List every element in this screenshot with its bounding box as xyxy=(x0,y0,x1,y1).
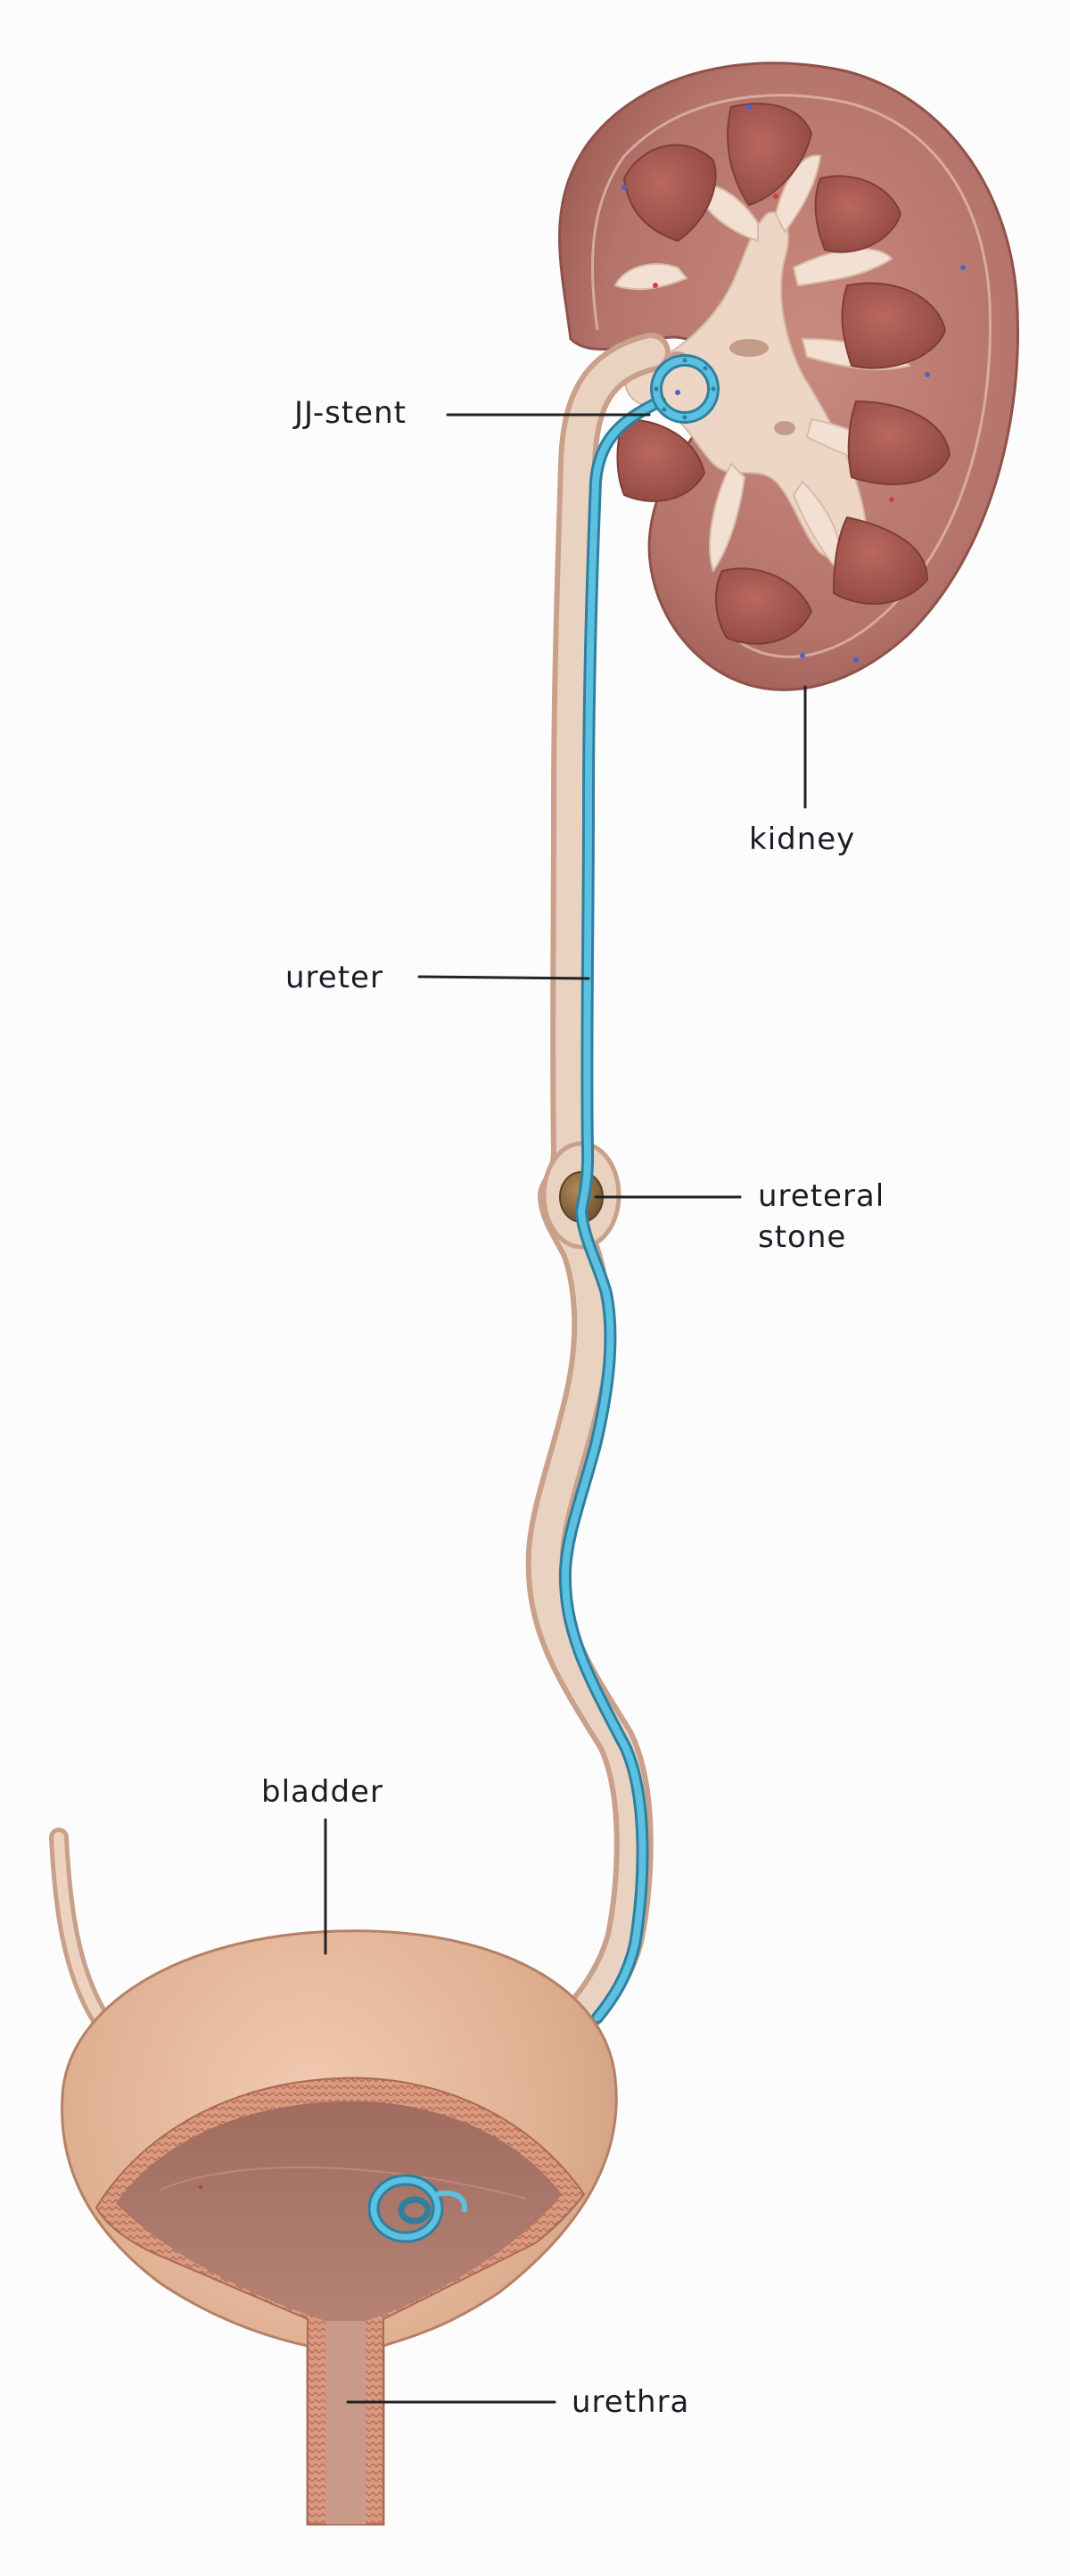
stent-lower-coil xyxy=(367,2174,467,2243)
urethra-label: urethra xyxy=(572,2384,690,2420)
jj-stent-illustration xyxy=(558,354,720,2024)
ureteral-stone-label-line2: stone xyxy=(758,1219,847,1255)
ureteral-stone-label: ureteral stone xyxy=(758,1176,885,1258)
kidney-illustration xyxy=(558,62,1019,691)
renal-pyramid xyxy=(841,282,947,369)
renal-pyramid xyxy=(715,567,813,645)
renal-pyramid xyxy=(622,144,717,243)
ureter-leader xyxy=(417,975,590,980)
renal-pyramid xyxy=(832,516,929,605)
renal-pyramid xyxy=(814,175,902,253)
ureteral-stone-label-line1: ureteral xyxy=(758,1178,885,1214)
kidney-label: kidney xyxy=(749,822,856,857)
renal-pyramid xyxy=(727,103,813,207)
leader-lines xyxy=(324,413,807,2404)
left-ureter-stub xyxy=(49,1828,110,2027)
vessel-dots xyxy=(621,104,966,663)
renal-pyramid xyxy=(616,417,706,502)
bladder-illustration xyxy=(61,1929,618,2526)
ureter-label: ureter xyxy=(285,960,383,995)
jj-stent-label: JJ-stent xyxy=(294,395,407,431)
bladder-label: bladder xyxy=(261,1774,383,1810)
renal-pyramid xyxy=(847,400,951,485)
